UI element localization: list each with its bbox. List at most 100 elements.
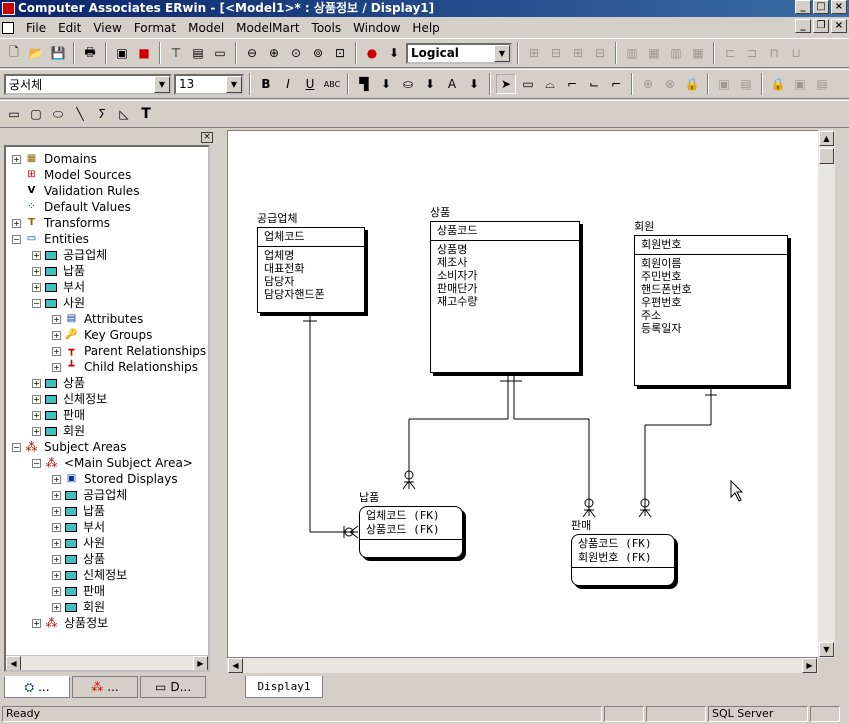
expand-icon[interactable]: + bbox=[52, 602, 61, 612]
tab-display[interactable]: ▭D... bbox=[140, 676, 206, 698]
zoom-normal-icon[interactable]: ⊙ bbox=[290, 46, 302, 60]
mart-icon[interactable]: ▤ bbox=[740, 77, 752, 91]
polyline-tool-icon[interactable]: ⵢ bbox=[98, 107, 106, 121]
align-icon[interactable]: ⊟ bbox=[550, 46, 562, 60]
zoom-page-icon[interactable]: ⊡ bbox=[334, 46, 346, 60]
tree-node-main-subject-area[interactable]: −⁂<Main Subject Area> bbox=[32, 455, 193, 471]
fill-dropdown-icon[interactable]: ⬇ bbox=[380, 77, 392, 91]
expand-icon[interactable]: + bbox=[32, 282, 41, 292]
distribute-icon[interactable]: ▦ bbox=[692, 46, 704, 60]
menu-view[interactable]: View bbox=[93, 20, 122, 35]
tree-node-subject-area[interactable]: +⁂상품정보 bbox=[32, 615, 108, 631]
expand-icon[interactable]: + bbox=[52, 586, 61, 596]
expand-icon[interactable]: + bbox=[12, 154, 21, 164]
collapse-icon[interactable]: − bbox=[32, 458, 41, 468]
tree-node-sa-entity[interactable]: +사원 bbox=[52, 535, 105, 551]
entity-box-delivery[interactable]: 업체코드 (FK) 상품코드 (FK) bbox=[359, 506, 463, 558]
tree-node-model-sources[interactable]: ⊞Model Sources bbox=[25, 167, 131, 183]
tree-node-sa-entity[interactable]: +판매 bbox=[52, 583, 105, 599]
align-icon[interactable]: ⊞ bbox=[528, 46, 540, 60]
diagram-canvas[interactable]: 공급업체 업체코드 업체명 대표전화 담당자 담당자핸드폰 상품 상품코드 상품… bbox=[227, 130, 835, 658]
expand-icon[interactable]: + bbox=[32, 266, 41, 276]
layout-icon[interactable]: ⊏ bbox=[724, 46, 736, 60]
entity-box-supplier[interactable]: 업체코드 업체명 대표전화 담당자 담당자핸드폰 bbox=[257, 227, 365, 313]
canvas-horizontal-scrollbar[interactable]: ◀ ▶ bbox=[227, 658, 818, 673]
layout-icon[interactable]: ⊓ bbox=[769, 46, 779, 60]
definition-display-icon[interactable]: ▭ bbox=[214, 46, 226, 60]
tree-node-domains[interactable]: +▦Domains bbox=[12, 151, 97, 167]
menu-modelmart[interactable]: ModelMart bbox=[236, 20, 300, 35]
entity-box-product[interactable]: 상품코드 상품명 제조사 소비자가 판매단가 재고수량 bbox=[430, 221, 580, 373]
tree-node-sa-entity[interactable]: +상품 bbox=[52, 551, 105, 567]
tree-node-entity[interactable]: +신체정보 bbox=[32, 391, 107, 407]
mart-icon[interactable]: ▣ bbox=[794, 77, 806, 91]
scroll-down-icon[interactable]: ▼ bbox=[819, 642, 834, 657]
align-icon[interactable]: ⊞ bbox=[572, 46, 584, 60]
tab-model[interactable]: ⛭... bbox=[4, 676, 70, 698]
scroll-left-icon[interactable]: ◀ bbox=[228, 658, 243, 673]
document-icon[interactable] bbox=[2, 21, 14, 34]
expand-icon[interactable]: + bbox=[32, 250, 41, 260]
tree-node-child-relationships[interactable]: +┻Child Relationships bbox=[52, 359, 198, 375]
paint-bucket-icon[interactable]: ⛀ bbox=[402, 77, 414, 91]
expand-icon[interactable]: + bbox=[32, 618, 41, 628]
close-button[interactable]: × bbox=[831, 0, 847, 14]
open-icon[interactable]: 📂 bbox=[28, 46, 44, 60]
tab-subject-area[interactable]: ⁂... bbox=[72, 676, 138, 698]
pointer-icon[interactable]: ➤ bbox=[496, 74, 516, 94]
tree-node-entities[interactable]: −▭Entities bbox=[12, 231, 89, 247]
menu-tools[interactable]: Tools bbox=[311, 20, 342, 35]
view-mode-select[interactable]: Logical ▼ bbox=[406, 42, 512, 64]
fill-color-icon[interactable]: ▜ bbox=[359, 77, 369, 91]
font-size-select[interactable]: 13 ▼ bbox=[174, 73, 244, 95]
text-tool-icon[interactable]: T bbox=[141, 106, 151, 122]
subject-area-icon[interactable]: ▣ bbox=[116, 46, 128, 60]
distribute-icon[interactable]: ▥ bbox=[670, 46, 682, 60]
scroll-thumb[interactable] bbox=[819, 148, 834, 164]
chevron-down-icon[interactable]: ▼ bbox=[494, 44, 510, 62]
line-tool-icon[interactable]: ╲ bbox=[76, 107, 84, 121]
expand-icon[interactable]: + bbox=[52, 506, 61, 516]
menu-file[interactable]: File bbox=[26, 20, 47, 35]
close-icon[interactable]: × bbox=[201, 132, 213, 143]
distribute-icon[interactable]: ▥ bbox=[626, 46, 638, 60]
mart-icon[interactable]: ▤ bbox=[816, 77, 828, 91]
layout-icon[interactable]: ⊔ bbox=[791, 46, 801, 60]
many-to-many-rel-icon[interactable]: ⌙ bbox=[588, 77, 600, 91]
align-icon[interactable]: ⊟ bbox=[594, 46, 606, 60]
collapse-icon[interactable]: − bbox=[32, 298, 41, 308]
menu-model[interactable]: Model bbox=[188, 20, 225, 35]
scroll-left-icon[interactable]: ◀ bbox=[6, 656, 21, 670]
tree-node-parent-relationships[interactable]: +┳Parent Relationships bbox=[52, 343, 206, 359]
expand-icon[interactable]: + bbox=[52, 474, 61, 484]
tree-node-sa-entity[interactable]: +납품 bbox=[52, 503, 105, 519]
reverse-engineer-icon[interactable]: ⬇ bbox=[388, 46, 400, 60]
collapse-icon[interactable]: − bbox=[12, 234, 21, 244]
new-icon[interactable]: 🗋 bbox=[9, 44, 19, 59]
tree-node-entity[interactable]: −사원 bbox=[32, 295, 85, 311]
expand-icon[interactable]: + bbox=[52, 346, 61, 356]
tree-node-sa-entity[interactable]: +공급업체 bbox=[52, 487, 127, 503]
zoom-fit-icon[interactable]: ⊚ bbox=[312, 46, 324, 60]
entity-tool-icon[interactable]: ▭ bbox=[522, 77, 534, 91]
identifying-rel-icon[interactable]: ⌐ bbox=[566, 77, 578, 91]
tree-node-sa-entity[interactable]: +회원 bbox=[52, 599, 105, 615]
stored-display-icon[interactable]: ■ bbox=[138, 46, 150, 60]
subtype-tool-icon[interactable]: ⌓ bbox=[545, 76, 555, 91]
scroll-up-icon[interactable]: ▲ bbox=[819, 131, 834, 146]
print-icon[interactable]: 🖶 bbox=[84, 44, 96, 59]
entity-box-sale[interactable]: 상품코드 (FK) 회원번호 (FK) bbox=[571, 534, 675, 586]
mart-lock-icon[interactable]: 🔒 bbox=[770, 77, 786, 91]
expand-icon[interactable]: + bbox=[32, 410, 41, 420]
menu-format[interactable]: Format bbox=[133, 20, 177, 35]
tree-horizontal-scrollbar[interactable]: ◀ ▶ bbox=[6, 655, 208, 670]
zoom-in-icon[interactable]: ⊕ bbox=[268, 46, 280, 60]
font-color-icon[interactable]: A bbox=[447, 77, 457, 91]
polygon-tool-icon[interactable]: ◺ bbox=[119, 107, 129, 121]
chevron-down-icon[interactable]: ▼ bbox=[154, 75, 170, 93]
ellipse-tool-icon[interactable]: ⬭ bbox=[52, 106, 64, 121]
canvas-vertical-scrollbar[interactable]: ▲ ▼ bbox=[818, 130, 835, 658]
tab-display1[interactable]: Display1 bbox=[245, 676, 323, 698]
